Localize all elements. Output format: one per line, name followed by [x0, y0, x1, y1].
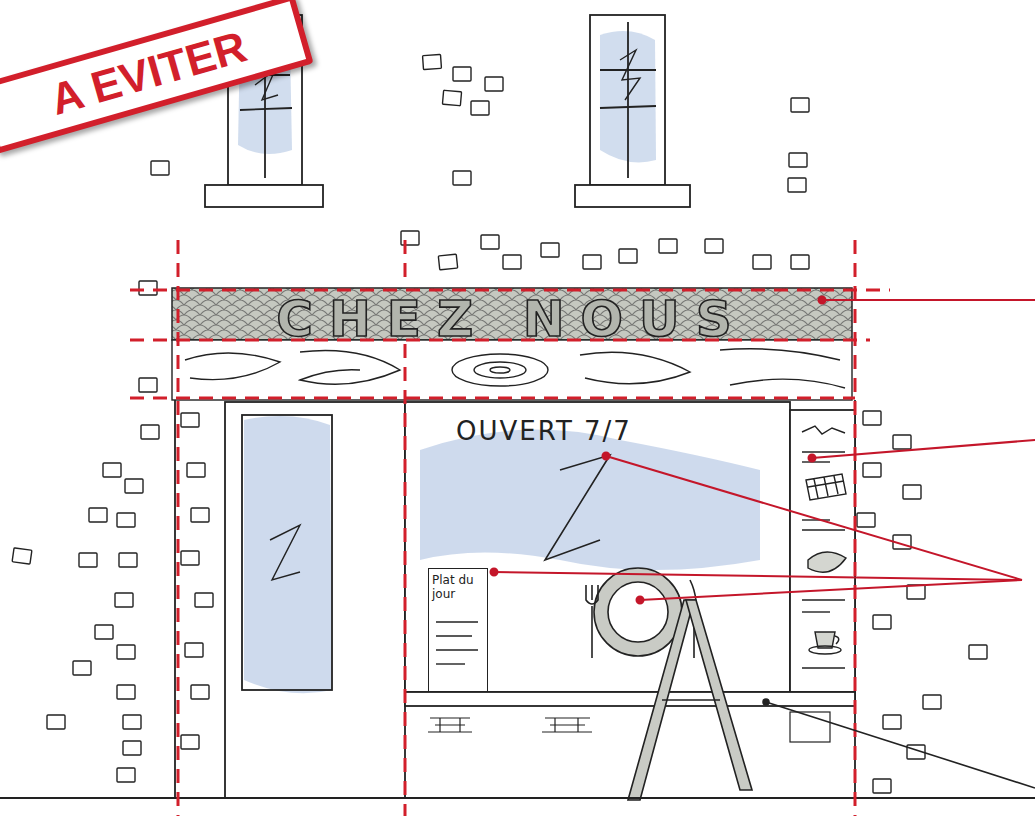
brick: [789, 153, 807, 167]
ground-line: [0, 797, 1035, 799]
shop-sign: CHEZ NOUS: [172, 289, 852, 349]
menu-board: Plat du jour: [428, 568, 488, 692]
brick: [139, 378, 157, 392]
brick: [907, 585, 925, 599]
brick: [117, 513, 135, 527]
brick: [503, 255, 521, 269]
brick: [151, 161, 169, 175]
brick: [893, 435, 911, 449]
brick: [873, 779, 891, 793]
node-text: CHEZ NOUS: [276, 294, 747, 344]
brick: [923, 695, 941, 709]
brick: [181, 551, 199, 565]
upper-window: [575, 15, 690, 207]
brick: [903, 485, 921, 499]
brick: [857, 513, 875, 527]
brick: [125, 479, 143, 493]
brick: [185, 643, 203, 657]
brick: [103, 463, 121, 477]
brick: [181, 413, 199, 427]
brick: [453, 67, 471, 81]
brick: [791, 98, 809, 112]
guide-lines: [130, 240, 890, 816]
brick: [753, 255, 771, 269]
brick: [117, 685, 135, 699]
wood-band: [172, 340, 852, 400]
brick: [969, 645, 987, 659]
brick: [863, 411, 881, 425]
brick: [481, 235, 499, 249]
brick: [791, 255, 809, 269]
brick: [583, 255, 601, 269]
shop-front: [175, 400, 855, 798]
brick: [195, 593, 213, 607]
brick: [485, 77, 503, 91]
brick: [863, 463, 881, 477]
menu-panel-icons: [802, 426, 846, 668]
brick: [873, 615, 891, 629]
brick: [123, 715, 141, 729]
window-note: OUVERT 7/7: [456, 416, 632, 446]
brick: [659, 239, 677, 253]
brick: [117, 645, 135, 659]
brick: [89, 508, 107, 522]
brick: [438, 254, 457, 270]
node-text: Plat du jour: [432, 573, 484, 601]
sandwich-board: [628, 600, 752, 800]
brick-pattern: [12, 54, 987, 793]
brick: [115, 593, 133, 607]
brick: [139, 281, 157, 295]
brick: [73, 661, 91, 675]
stamp-banner: A EVITER: [0, 0, 314, 154]
brick: [541, 243, 559, 257]
brick: [47, 715, 65, 729]
brick: [788, 178, 806, 192]
brick: [453, 171, 471, 185]
brick: [705, 239, 723, 253]
brick: [883, 715, 901, 729]
brick: [117, 768, 135, 782]
brick: [619, 249, 637, 263]
brick: [471, 101, 489, 115]
brick: [442, 90, 461, 106]
brick: [141, 425, 159, 439]
leader-line: [763, 699, 1035, 788]
brick: [119, 553, 137, 567]
brick: [187, 463, 205, 477]
brick: [423, 54, 442, 69]
menu-board-lines: [436, 622, 478, 664]
node-text: A EVITER: [45, 22, 252, 124]
brick: [95, 625, 113, 639]
brick: [12, 548, 32, 564]
brick: [181, 735, 199, 749]
brick: [123, 741, 141, 755]
brick: [79, 553, 97, 567]
brick: [191, 508, 209, 522]
brick: [191, 685, 209, 699]
